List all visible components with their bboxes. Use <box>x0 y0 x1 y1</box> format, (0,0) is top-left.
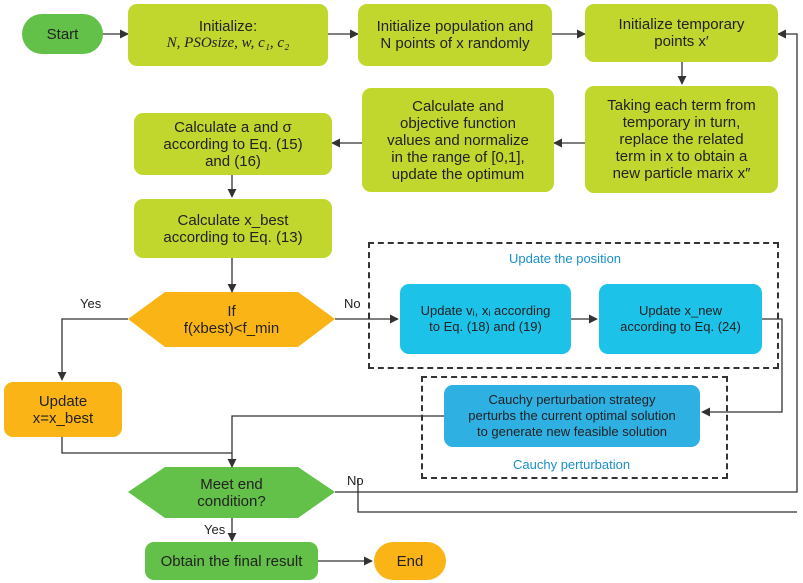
yes-label-if: Yes <box>80 296 102 311</box>
update-velocity-node: Update vᵢ, xᵢ according to Eq. (18) and … <box>400 284 571 354</box>
meet-end-label: Meet end condition? <box>197 475 266 510</box>
replace-term-node: Taking each term from temporary in turn,… <box>585 86 778 193</box>
init-params-title: Initialize: <box>198 18 258 35</box>
update-position-group <box>368 242 779 369</box>
if-condition-node: If f(xbest)<f_min <box>150 294 313 345</box>
cauchy-perturbation-label: Cauchy perturbation <box>513 457 631 472</box>
no-label-end: No <box>347 473 364 488</box>
init-population-label: Initialize population and N points of x … <box>376 18 534 52</box>
cauchy-strategy-label: Cauchy perturbation strategy perturbs th… <box>468 392 676 439</box>
if-diamond <box>128 292 335 347</box>
update-velocity-label: Update vᵢ, xᵢ according to Eq. (18) and … <box>420 303 551 334</box>
yes-label-end: Yes <box>204 522 226 537</box>
calc-xbest-node: Calculate x_best according to Eq. (13) <box>134 199 332 258</box>
no-label-if: No <box>344 296 361 311</box>
cauchy-strategy-node: Cauchy perturbation strategy perturbs th… <box>444 385 700 447</box>
start-node: Start <box>22 14 103 54</box>
init-temp-label: Initialize temporary points x′ <box>618 16 745 50</box>
init-temp-node: Initialize temporary points x′ <box>585 4 778 62</box>
final-result-label: Obtain the final result <box>160 552 303 570</box>
init-params-vars: N, PSOsize, w, c₁, c₂ <box>166 35 290 51</box>
calc-xbest-label: Calculate x_best according to Eq. (13) <box>163 211 303 246</box>
final-result-node: Obtain the final result <box>145 542 318 580</box>
calc-objective-node: Calculate and objective function values … <box>362 88 554 192</box>
calc-a-sigma-label: Calculate a and σ according to Eq. (15) … <box>163 118 303 170</box>
update-xnew-node: Update x_new according to Eq. (24) <box>599 284 762 354</box>
calc-objective-label: Calculate and objective function values … <box>387 97 529 183</box>
update-position-label: Update the position <box>509 251 622 266</box>
init-params-node: Initialize: N, PSOsize, w, c₁, c₂ <box>128 4 328 66</box>
update-x-label: Update x=x_best <box>32 392 94 427</box>
start-label: Start <box>46 25 79 43</box>
init-population-node: Initialize population and N points of x … <box>358 4 552 66</box>
cauchy-perturbation-group <box>421 376 728 479</box>
if-condition-label: If f(xbest)<f_min <box>183 302 280 337</box>
meet-end-node: Meet end condition? <box>150 469 313 516</box>
replace-term-label: Taking each term from temporary in turn,… <box>607 97 756 182</box>
calc-a-sigma-node: Calculate a and σ according to Eq. (15) … <box>134 113 332 175</box>
end-label: End <box>396 552 424 570</box>
meet-end-diamond <box>128 467 335 518</box>
update-xnew-label: Update x_new according to Eq. (24) <box>620 303 741 334</box>
end-node: End <box>374 542 446 580</box>
update-x-node: Update x=x_best <box>4 382 122 437</box>
